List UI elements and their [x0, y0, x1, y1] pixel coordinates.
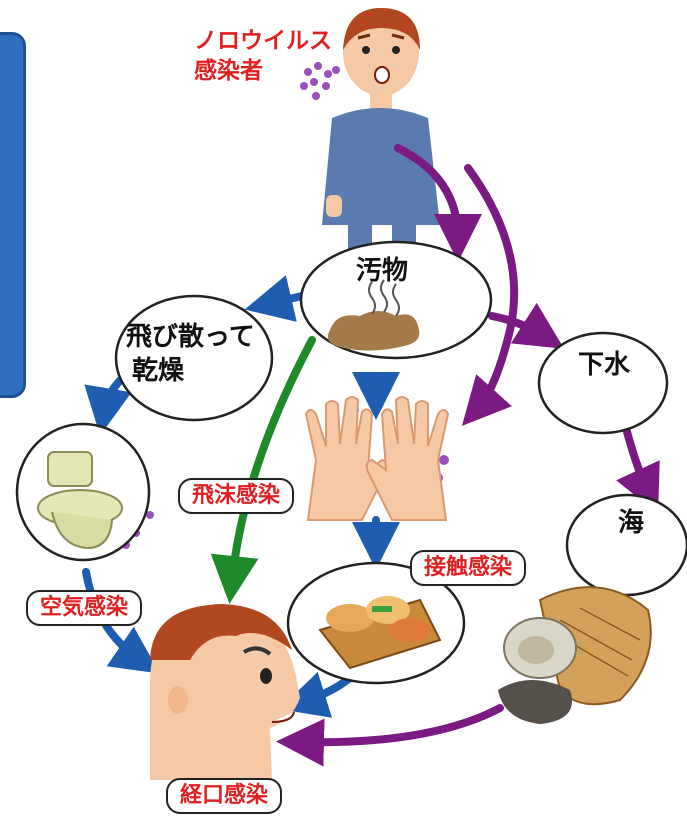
- source-label-line1: ノロウイルス: [194, 28, 332, 54]
- node-dry-label: 乾燥: [132, 356, 185, 386]
- node-scatter-bubble: [114, 294, 274, 422]
- arrow-filth-to-sewage: [488, 302, 565, 349]
- arrow-filth-to-scatter: [244, 275, 306, 322]
- route-oral-label: 経口感染: [166, 778, 283, 814]
- receiving-person-figure: [150, 604, 300, 780]
- purple-arrows: [276, 144, 660, 767]
- infected-person-figure: [322, 8, 440, 265]
- node-filth-label: 汚物: [356, 256, 409, 286]
- arrow-sewage-to-sea: [616, 424, 660, 514]
- node-sea-label: 海: [618, 508, 645, 538]
- virus-cluster-source: [300, 62, 340, 100]
- arrow-person-to-filth: [394, 144, 482, 262]
- hands-illustration: [304, 396, 450, 521]
- side-panel: [0, 32, 26, 398]
- source-label-line2: 感染者: [194, 58, 263, 84]
- route-contact-label: 接触感染: [410, 550, 527, 586]
- food-basket-illustration: [318, 596, 442, 670]
- filth-illustration: [327, 279, 420, 351]
- arrow-droplet-route: [210, 336, 316, 604]
- toilet-illustration: [37, 451, 123, 550]
- arrow-oyster-to-mouth: [276, 704, 504, 767]
- route-droplet-label: 飛沫感染: [178, 478, 295, 514]
- node-sewage-label: 下水: [578, 350, 631, 380]
- oyster-illustration: [498, 586, 652, 724]
- route-airborne-label: 空気感染: [26, 590, 143, 626]
- node-sea-bubble: [565, 493, 687, 597]
- node-sewage-bubble: [537, 331, 669, 435]
- node-scatter-label: 飛び散って: [126, 322, 255, 352]
